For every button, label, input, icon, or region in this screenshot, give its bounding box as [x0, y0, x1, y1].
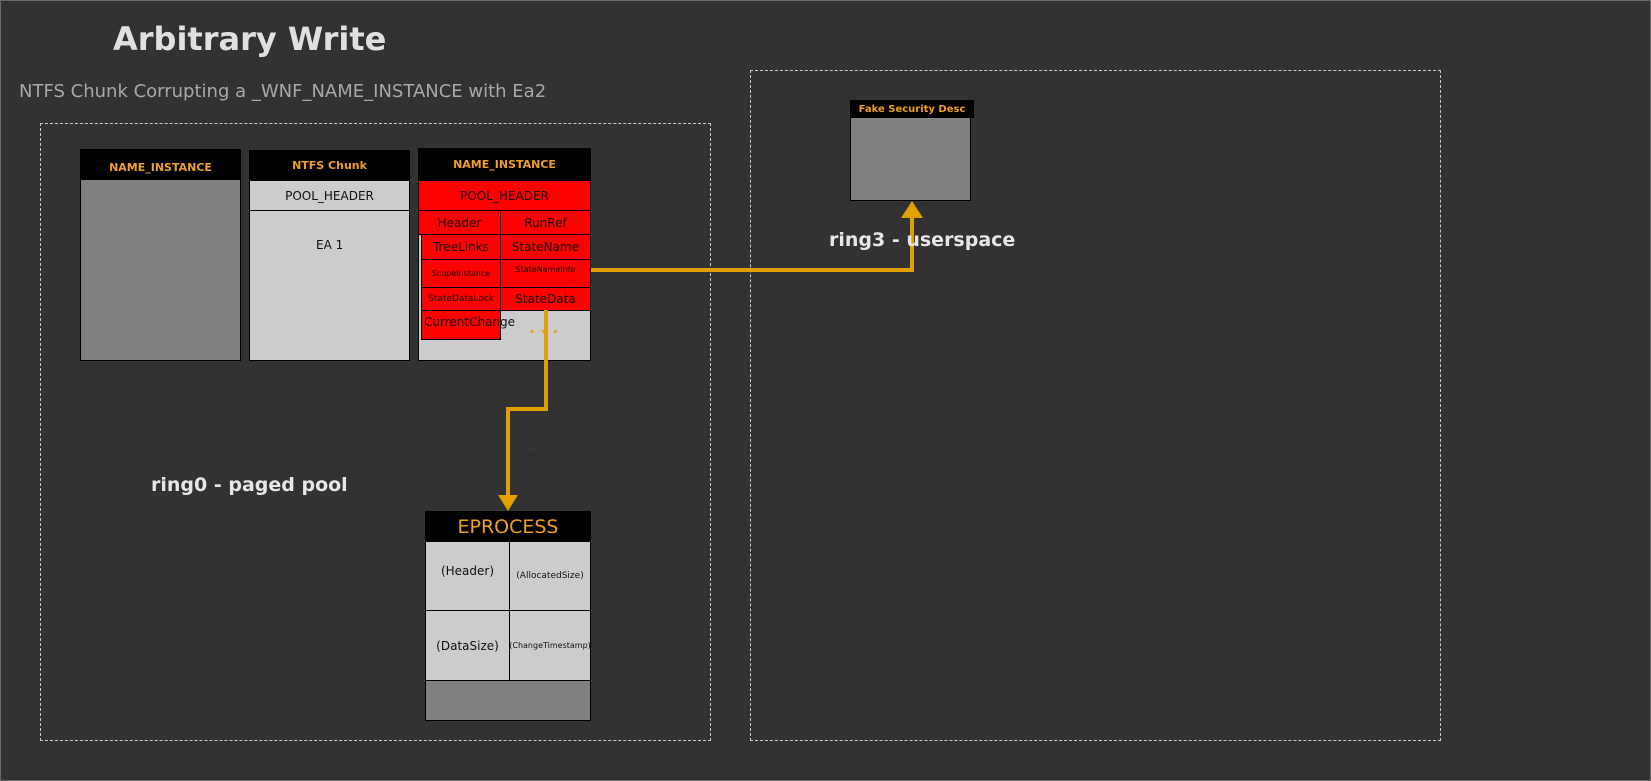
- statedata-to-eprocess-arrow: [506, 310, 548, 499]
- page-title: Arbitrary Write: [113, 20, 387, 58]
- arrow-note: ..: [527, 448, 534, 459]
- ring0-label: ring0 - paged pool: [151, 474, 348, 496]
- field-header: Header: [418, 210, 501, 235]
- name-instance-left-body: [80, 179, 241, 361]
- statenameinfo-to-security-desc-arrow: [591, 213, 914, 272]
- eprocess-header: EPROCESS: [425, 511, 591, 543]
- name-instance-corrupted-header: NAME_INSTANCE: [418, 148, 591, 181]
- ring3-label: ring3 - userspace: [829, 229, 1016, 251]
- eprocess-field-data-size: (DataSize): [425, 610, 510, 681]
- ntfs-ea1-block: [249, 210, 410, 361]
- page-subtitle: NTFS Chunk Corrupting a _WNF_NAME_INSTAN…: [19, 81, 547, 102]
- fake-security-desc-header: Fake Security Desc: [850, 100, 974, 118]
- field-runref: RunRef: [500, 210, 591, 235]
- ntfs-ea1-label: EA 1: [316, 238, 344, 252]
- security-desc-arrowhead: [901, 201, 923, 218]
- field-scopeinstance: ScopeInstance: [421, 259, 501, 288]
- eprocess-field-change-timestamp: (ChangeTimestamp): [509, 610, 591, 681]
- remaining-fields-ellipsis: . . .: [529, 318, 559, 337]
- eprocess-field-header: (Header): [425, 541, 510, 611]
- field-treelinks: TreeLinks: [421, 234, 501, 260]
- eprocess-arrowhead: [498, 495, 518, 511]
- field-currentchange-label: CurrentChange: [424, 315, 516, 329]
- field-currentchange: [421, 310, 501, 340]
- field-statename: StateName: [500, 234, 591, 260]
- ring0-region: [40, 123, 711, 741]
- field-statedata: StateData: [500, 287, 591, 311]
- ntfs-chunk-header: NTFS Chunk: [249, 150, 410, 180]
- ring3-region: [750, 70, 1441, 741]
- corrupted-pool-header: POOL_HEADER: [418, 180, 591, 211]
- eprocess-remaining: [425, 680, 591, 721]
- fake-security-desc-body: [850, 117, 971, 201]
- ntfs-pool-header: POOL_HEADER: [249, 180, 410, 211]
- name-instance-left-header: NAME_INSTANCE: [80, 149, 241, 179]
